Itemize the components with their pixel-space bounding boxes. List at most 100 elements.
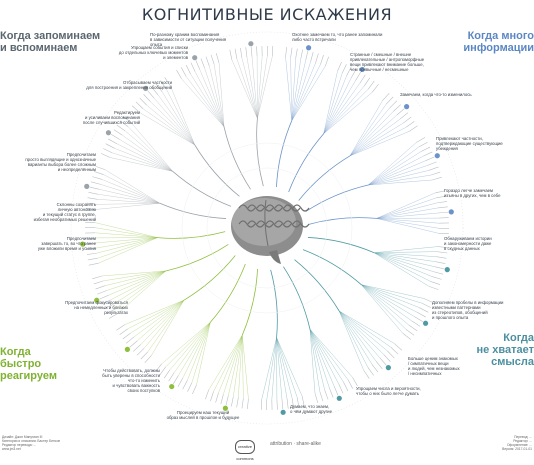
bias-label-mark [425,157,434,161]
leaf-line [143,109,195,145]
bias-label-mark [90,187,100,189]
callout-confirming-details: Привлекают частности, подтверждающие сущ… [436,136,534,151]
bias-label-mark [306,51,308,61]
leaf-line [107,271,166,290]
bias-label-mark [92,276,102,279]
bias-label-mark [277,400,278,410]
bias-label-mark [409,126,417,132]
leaf-line [228,335,242,395]
bias-label-mark [216,393,219,403]
footer-credits-left: Дизайн: Джон Манугиан III Категории и оп… [2,435,132,451]
bias-label-mark [251,47,252,57]
bias-label-mark [352,377,357,386]
bias-label-mark [422,303,431,307]
bias-label-mark [247,399,248,409]
leaf-line [170,322,211,370]
bias-label-mark [141,352,148,359]
bias-label-mark [120,329,128,335]
bias-label-mark [148,91,155,99]
leaf-line [141,300,184,344]
bias-label-mark [409,325,417,331]
branch-trunk [257,118,264,186]
branch-trunk [306,185,369,212]
bias-label-mark [380,358,387,366]
bias-label-mark [315,393,318,403]
branch-trunk [309,218,377,225]
bias-label-mark [364,370,370,378]
bias-label-mark [412,321,420,326]
category-dot [435,153,440,158]
leaf-line [150,102,194,145]
branch-trunk [195,145,240,196]
footer-license: attribution · share-alike [270,442,321,446]
bias-label-mark [140,98,147,105]
callout-reduce-events: Упрощаем события и списки до отдельных к… [88,45,188,60]
bias-label-mark [325,57,328,66]
leaf-line [377,198,437,219]
branch-trunk [184,256,235,301]
leaf-line [96,238,158,243]
leaf-line [350,123,403,156]
leaf-line [361,285,417,313]
branch-trunk [299,156,350,201]
leaf-line [98,194,159,203]
bias-label-mark [286,47,287,57]
leaf-line [339,311,376,361]
bias-label-mark [391,347,398,354]
leaf-line [105,170,160,204]
bias-label-mark [387,351,394,358]
bias-label-mark [414,317,423,322]
leaf-line [95,228,157,238]
leaf-line [187,322,210,380]
bias-label-mark [96,166,105,169]
leaf-line [277,338,298,398]
footer-credits-right: Перевод: ... Редактор: ... Оформление: .… [402,435,532,451]
bias-label-mark [97,290,106,294]
bias-label-mark [216,53,219,63]
bias-label-mark [301,50,303,60]
leaf-line [97,199,159,203]
bias-label-mark [406,329,414,335]
bias-label-mark [94,281,104,284]
branch-trunk [210,264,245,322]
category-dot [423,321,428,326]
leaf-line [96,238,157,248]
leaf-line [292,60,306,120]
bias-label-mark [436,262,446,264]
bias-label-mark [237,398,239,408]
bias-label-mark [88,198,98,200]
category-dot [106,130,111,135]
leaf-line [214,335,243,391]
leaf-line [277,338,287,399]
leaf-line [131,300,184,333]
bias-label-mark [191,63,195,72]
bias-label-mark [400,113,408,119]
leaf-line [361,285,409,326]
bias-label-mark [226,396,228,406]
leaf-line [233,335,242,396]
bias-label-mark [173,375,178,384]
leaf-line [350,104,386,156]
bias-label-mark [437,201,447,202]
brain-icon [231,196,309,264]
bias-label-mark [257,46,258,56]
bias-label-mark [390,101,397,108]
quadrant-act-fast-label: Когда быстро реагируем [0,346,57,382]
leaf-line [374,253,433,272]
callout-confidence-to-act: Чтобы действовать, должны быть уверены в… [60,368,160,393]
bias-label-mark [91,182,101,185]
bias-label-mark [438,212,448,213]
bias-label-mark [311,52,314,62]
bias-label-mark [144,94,151,101]
bias-label-mark [437,252,447,253]
callout-favor-familiar: Больше ценим знакомых / симпатичных вещи… [408,356,498,376]
leaf-line [238,335,242,397]
bias-label-mark [372,364,378,372]
leaf-line [374,253,430,282]
leaf-line [350,119,400,156]
bias-label-mark [342,64,346,73]
leaf-line [131,123,173,172]
creative-commons-icon: creative commons [235,440,255,454]
leaf-line [368,152,421,185]
bias-label-mark [230,50,232,60]
